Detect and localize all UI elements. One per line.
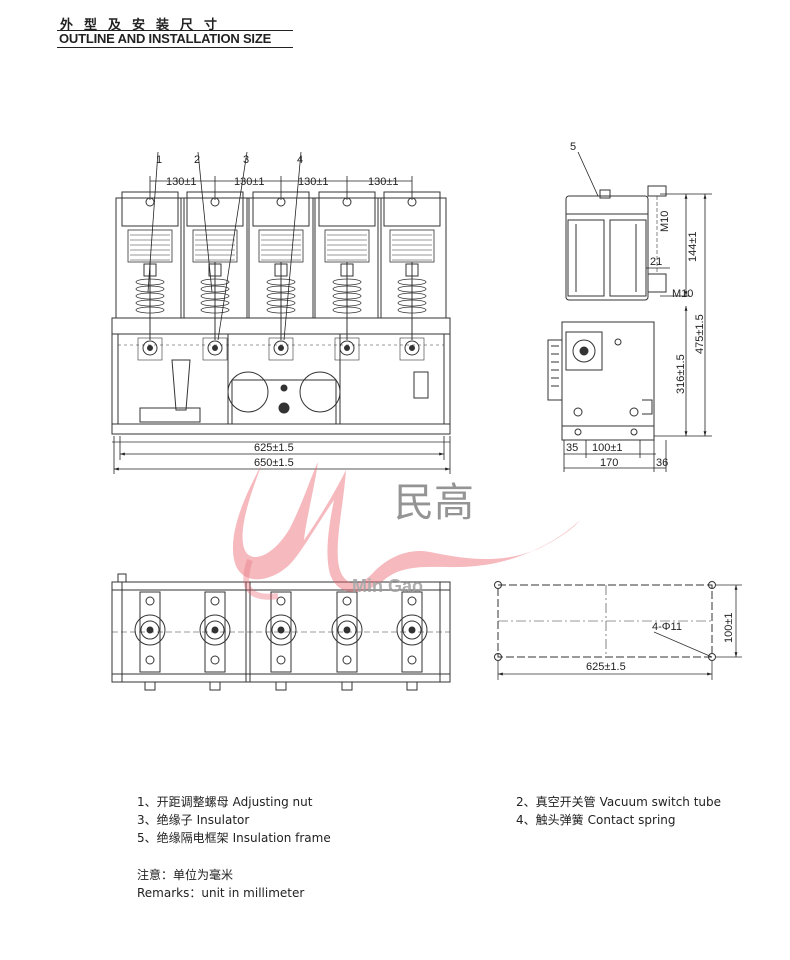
top-pole	[331, 591, 363, 691]
dim-100-side: 100±1	[592, 442, 623, 454]
insulation-frame-side	[561, 321, 655, 427]
front-view	[111, 191, 451, 443]
remarks-chinese: 注意：单位为毫米	[137, 868, 234, 882]
dim-21: 21	[650, 256, 662, 268]
mount-hole	[494, 653, 502, 661]
brand-logo-swoosh	[232, 462, 580, 593]
dim-m10-bottom: M10	[672, 288, 693, 300]
callout-5: 5	[570, 141, 576, 153]
dim-36: 36	[656, 457, 668, 469]
dim-100-mount: 100±1	[723, 612, 735, 643]
mounting-view	[494, 581, 742, 680]
dim-475: 475±1.5	[694, 314, 706, 354]
front-dimension-text: 1 2 3 4 130±1 130±1 130±1 130±1 625±1.5 …	[156, 154, 399, 469]
drive-wheel-left	[227, 371, 269, 413]
title-chinese: 外型及安装尺寸	[60, 18, 229, 33]
pole-assembly	[180, 191, 250, 361]
pole-assembly	[115, 191, 185, 361]
callout-3: 3	[243, 154, 249, 166]
mount-hole	[494, 581, 502, 589]
remarks-english: Remarks：unit in millimeter	[137, 886, 305, 900]
top-pole	[199, 591, 231, 691]
spring-cone	[171, 359, 191, 411]
title-divider	[57, 30, 293, 31]
dim-316: 316±1.5	[675, 354, 687, 394]
side-base	[561, 425, 655, 441]
pitch-dim-2: 130±1	[234, 176, 265, 188]
callout-1: 1	[156, 154, 162, 166]
title-underline	[57, 47, 293, 48]
top-view	[111, 573, 451, 691]
hole-label: 4-Φ11	[652, 621, 682, 633]
top-pole	[134, 591, 166, 691]
pitch-dim-3: 130±1	[298, 176, 329, 188]
top-pole	[265, 591, 297, 691]
dim-625-front: 625±1.5	[254, 442, 294, 454]
dim-35: 35	[566, 442, 578, 454]
dim-144: 144±1	[687, 231, 699, 262]
vacuum-tube-housing	[565, 195, 649, 301]
mounting-dimension-text: 100±1 4-Φ11 625±1.5	[586, 612, 735, 673]
pole-assembly	[312, 191, 382, 361]
brand-watermark: 民高 Min Gao	[232, 462, 580, 600]
side-dimensions	[563, 151, 712, 472]
drive-wheel-right	[299, 371, 341, 413]
pitch-dim-4: 130±1	[368, 176, 399, 188]
dim-170: 170	[600, 457, 618, 469]
callout-4: 4	[297, 154, 303, 166]
dim-625-mount: 625±1.5	[586, 661, 626, 673]
dim-m10-top: M10	[659, 211, 671, 232]
title-english: OUTLINE AND INSTALLATION SIZE	[59, 31, 272, 46]
side-view	[547, 185, 667, 441]
side-dimension-text: 5 M10 144±1 21 M10 316±1.5 475±1.5 35 10…	[566, 141, 706, 469]
pitch-dim-1: 130±1	[166, 176, 197, 188]
brand-name-en: Min Gao	[352, 576, 423, 596]
front-dimensions	[113, 151, 451, 474]
top-pole	[396, 591, 428, 691]
brand-name-cn: 民高	[394, 480, 474, 526]
dim-650-front: 650±1.5	[254, 457, 294, 469]
callout-2: 2	[194, 154, 200, 166]
mount-hole	[708, 653, 716, 661]
mount-hole	[708, 581, 716, 589]
base-plate	[111, 423, 451, 435]
pole-assembly	[377, 191, 447, 361]
pole-assembly	[246, 191, 316, 361]
